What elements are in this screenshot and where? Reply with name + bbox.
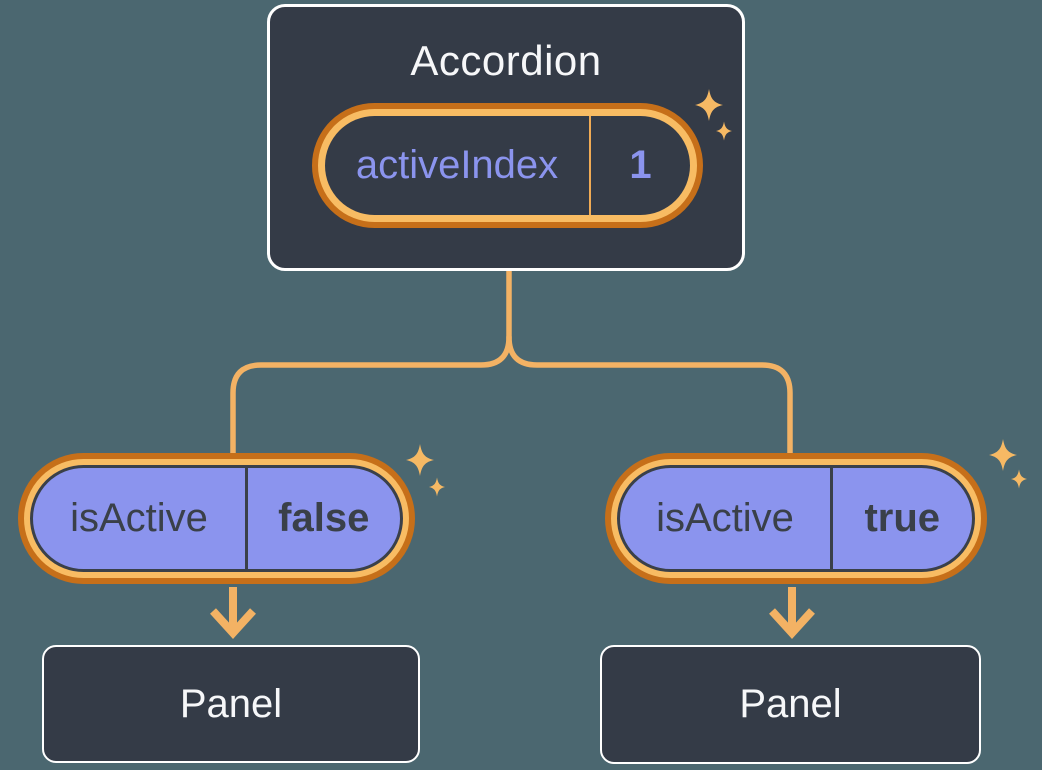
prop-pill-isactive-true: isActive true xyxy=(605,453,987,584)
pill-divider xyxy=(245,468,248,569)
connector-right-branch xyxy=(506,334,793,459)
prop-name-label: isActive xyxy=(656,496,794,540)
sparkles-icon xyxy=(989,439,1027,489)
pill-divider xyxy=(830,468,833,569)
state-pill-activeindex: activeIndex 1 xyxy=(312,103,703,228)
panel-label: Panel xyxy=(739,682,842,726)
state-pill-inner: activeIndex 1 xyxy=(325,116,690,215)
prop-pill-inner: isActive true xyxy=(617,465,975,572)
arrow-down-icon xyxy=(769,587,815,639)
prop-pill-inner: isActive false xyxy=(30,465,403,572)
prop-pill-isactive-false: isActive false xyxy=(18,453,415,584)
connector-left-branch xyxy=(230,267,512,459)
panel-component-box-right: Panel xyxy=(600,645,981,764)
prop-name-label: isActive xyxy=(70,496,208,540)
panel-component-box-left: Panel xyxy=(42,645,420,763)
accordion-title: Accordion xyxy=(410,37,602,84)
prop-value-label: true xyxy=(864,496,941,540)
pill-divider xyxy=(589,116,591,215)
panel-label: Panel xyxy=(179,681,283,726)
state-value-label: 1 xyxy=(629,143,652,187)
prop-value-label: false xyxy=(278,496,370,540)
accordion-component-box: Accordion activeIndex 1 xyxy=(267,4,745,271)
state-name-label: activeIndex xyxy=(355,143,559,187)
arrow-down-icon xyxy=(210,587,256,639)
